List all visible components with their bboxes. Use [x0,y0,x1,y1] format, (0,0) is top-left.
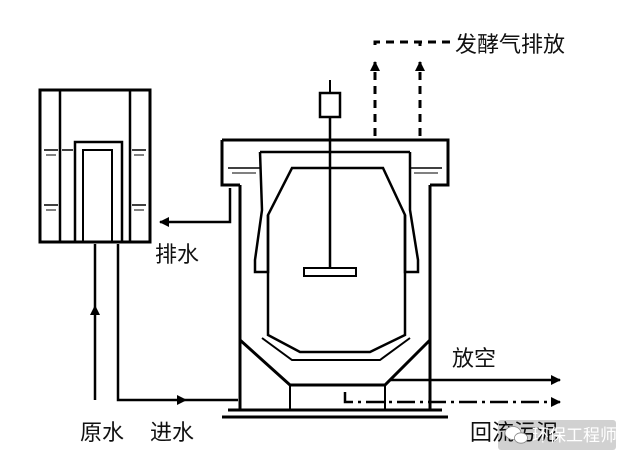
inlet-pipe [116,244,238,405]
agitator [303,80,357,277]
gas-outlet-pipes [370,40,450,136]
label-drain: 排水 [155,243,199,268]
drain-pipe [159,188,232,227]
label-fermentation-gas: 发酵气排放 [455,33,565,58]
label-raw-water: 原水 [80,421,124,446]
digester-shell [220,138,450,419]
watermark: 环保工程师 [498,420,617,450]
inner-hood [253,150,420,361]
label-vent: 放空 [452,347,496,372]
return-sludge-pipe [343,392,561,407]
label-inlet: 进水 [150,421,194,446]
watermark-text: 环保工程师 [532,426,617,446]
wechat-icon [504,426,528,444]
separator-tank [38,88,152,244]
